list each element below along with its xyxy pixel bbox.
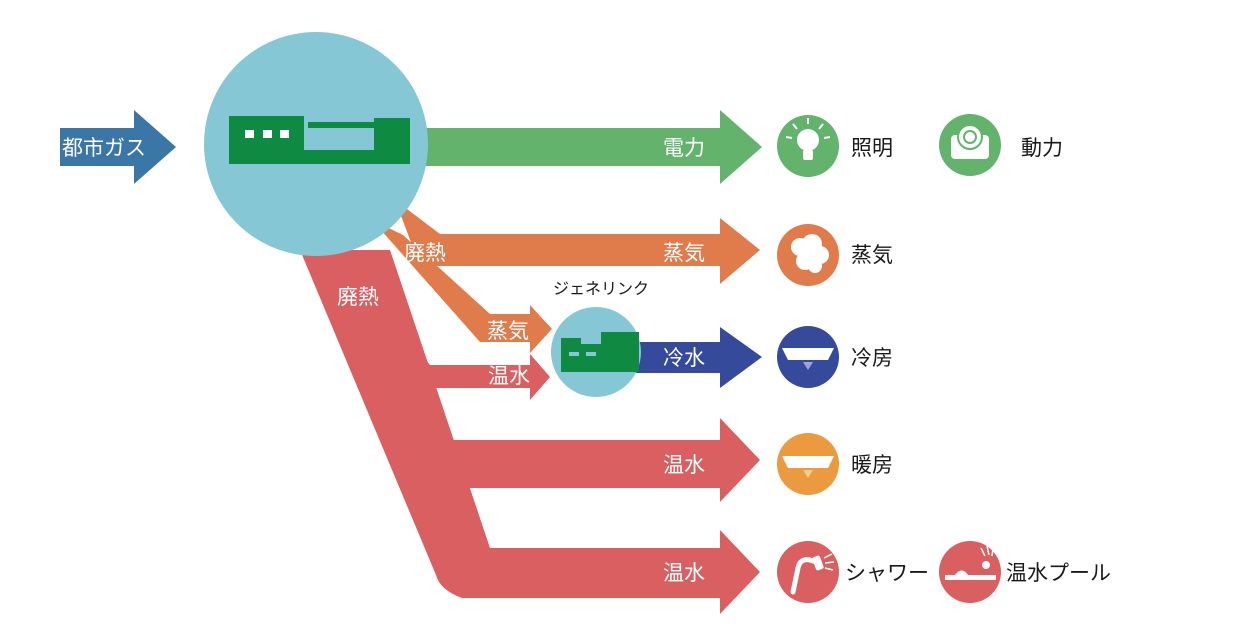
lighting-output bbox=[777, 115, 839, 177]
steam-flow bbox=[395, 200, 760, 284]
power-label: 動力 bbox=[1021, 136, 1063, 160]
swimming-pool-icon bbox=[945, 545, 996, 580]
absorption-chiller-icon bbox=[561, 332, 639, 372]
power-output bbox=[939, 114, 1001, 176]
cold-water-label: 冷水 bbox=[663, 346, 705, 370]
light-bulb-icon bbox=[785, 118, 831, 160]
genelink-hot-water-flow bbox=[378, 302, 550, 400]
heating-hot-water-label: 温水 bbox=[663, 453, 705, 477]
city-gas-label: 都市ガス bbox=[62, 136, 146, 160]
shower-head-icon bbox=[790, 553, 835, 595]
heating-output bbox=[777, 433, 839, 495]
electricity-label: 電力 bbox=[663, 136, 705, 160]
cooling-ceiling-unit-icon bbox=[782, 348, 834, 370]
cold-water-flow bbox=[630, 327, 762, 388]
steam-output bbox=[777, 224, 839, 286]
city-gas-input-arrow bbox=[60, 110, 176, 184]
pool-output bbox=[939, 541, 1001, 603]
heating-label: 暖房 bbox=[851, 453, 893, 477]
plant-circle bbox=[204, 32, 428, 256]
factory-icon bbox=[229, 116, 410, 164]
waste-heat-label-upper: 廃熱 bbox=[404, 241, 446, 265]
genelink-hot-water-in-label: 温水 bbox=[488, 364, 530, 388]
shower-output bbox=[777, 541, 839, 603]
lighting-label: 照明 bbox=[851, 136, 893, 160]
shower-label: シャワー bbox=[845, 561, 929, 585]
cooling-label: 冷房 bbox=[851, 346, 893, 370]
heating-hot-water-flow bbox=[418, 418, 760, 502]
heating-ceiling-unit-icon bbox=[782, 456, 834, 478]
hot-water-label: 温水 bbox=[663, 561, 705, 585]
cooling-output bbox=[777, 326, 839, 388]
steam-output-label: 蒸気 bbox=[851, 243, 893, 267]
genelink-title: ジェネリンク bbox=[553, 279, 649, 298]
genelink-steam-in-label: 蒸気 bbox=[487, 319, 529, 343]
genelink-steam-flow bbox=[372, 220, 552, 353]
electricity-flow bbox=[420, 110, 762, 184]
steam-cloud-icon bbox=[791, 234, 829, 273]
pool-label: 温水プール bbox=[1006, 561, 1111, 585]
hot-water-waste-heat-flow bbox=[300, 250, 760, 614]
steam-flow-label: 蒸気 bbox=[663, 241, 705, 265]
motor-icon bbox=[951, 124, 989, 159]
waste-heat-label-lower: 廃熱 bbox=[337, 285, 379, 309]
